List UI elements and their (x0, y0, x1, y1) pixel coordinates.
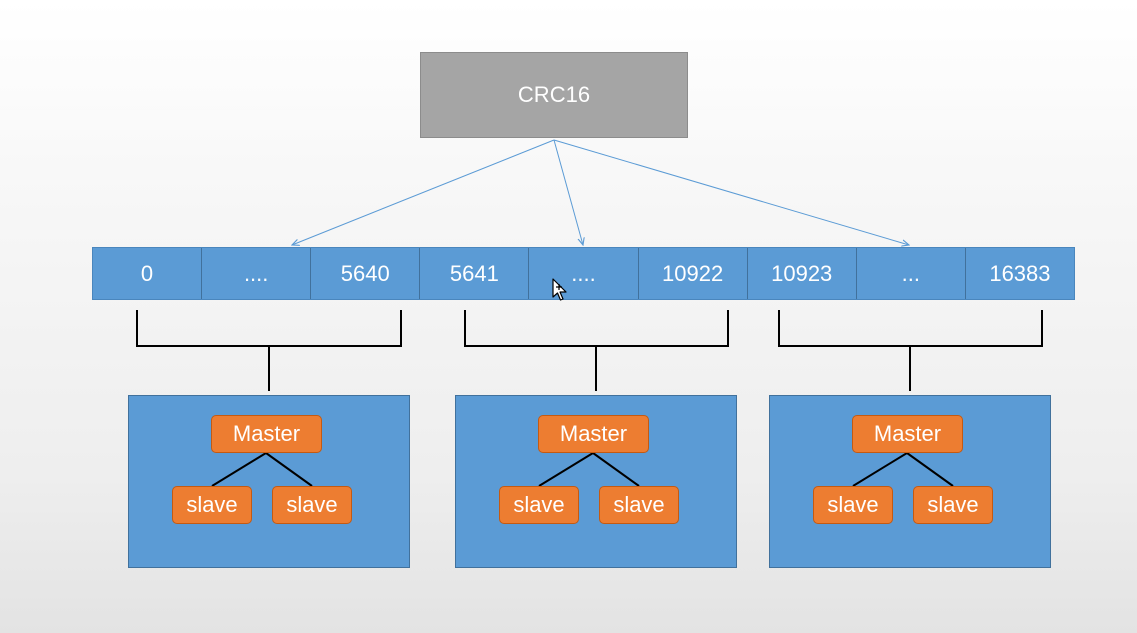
master-node: Master (852, 415, 963, 453)
slave-node: slave (499, 486, 579, 524)
bracket-node-3 (778, 310, 1043, 391)
slot-cell: .... (202, 248, 312, 299)
slot-cell: .... (529, 248, 639, 299)
slot-cell: 5640 (311, 248, 421, 299)
slot-cell: ... (857, 248, 966, 299)
slave-node: slave (599, 486, 679, 524)
arrow-to-slot-range-1 (292, 139, 555, 245)
master-slave-links (211, 452, 313, 487)
slot-cell: 10923 (748, 248, 857, 299)
slot-cell: 5641 (420, 248, 530, 299)
cluster-node-2: Master slave slave (455, 395, 737, 568)
slot-cell: 10922 (639, 248, 748, 299)
bracket-node-2 (464, 310, 729, 391)
cluster-node-3: Master slave slave (769, 395, 1051, 568)
master-slave-links (852, 452, 954, 487)
crc16-hash-box: CRC16 (420, 52, 688, 138)
slave-node: slave (813, 486, 893, 524)
slot-cell: 16383 (989, 260, 1051, 286)
master-node: Master (211, 415, 322, 453)
slave-node: slave (272, 486, 352, 524)
slave-node: slave (172, 486, 252, 524)
hash-slot-bar: 0 .... 5640 5641 .... 10922 10923 ... 16… (92, 247, 1075, 300)
master-slave-links (538, 452, 640, 487)
arrow-to-slot-range-2 (553, 139, 583, 245)
arrow-to-slot-range-3 (553, 139, 909, 245)
master-node: Master (538, 415, 649, 453)
crc16-label: CRC16 (517, 82, 591, 107)
bracket-node-1 (136, 310, 402, 391)
move-cursor-icon (552, 278, 567, 301)
slave-node: slave (913, 486, 993, 524)
slot-brackets (136, 310, 1043, 391)
slot-cell: 0 (93, 248, 203, 299)
hash-arrows (292, 139, 909, 245)
cluster-node-1: Master slave slave (128, 395, 410, 568)
